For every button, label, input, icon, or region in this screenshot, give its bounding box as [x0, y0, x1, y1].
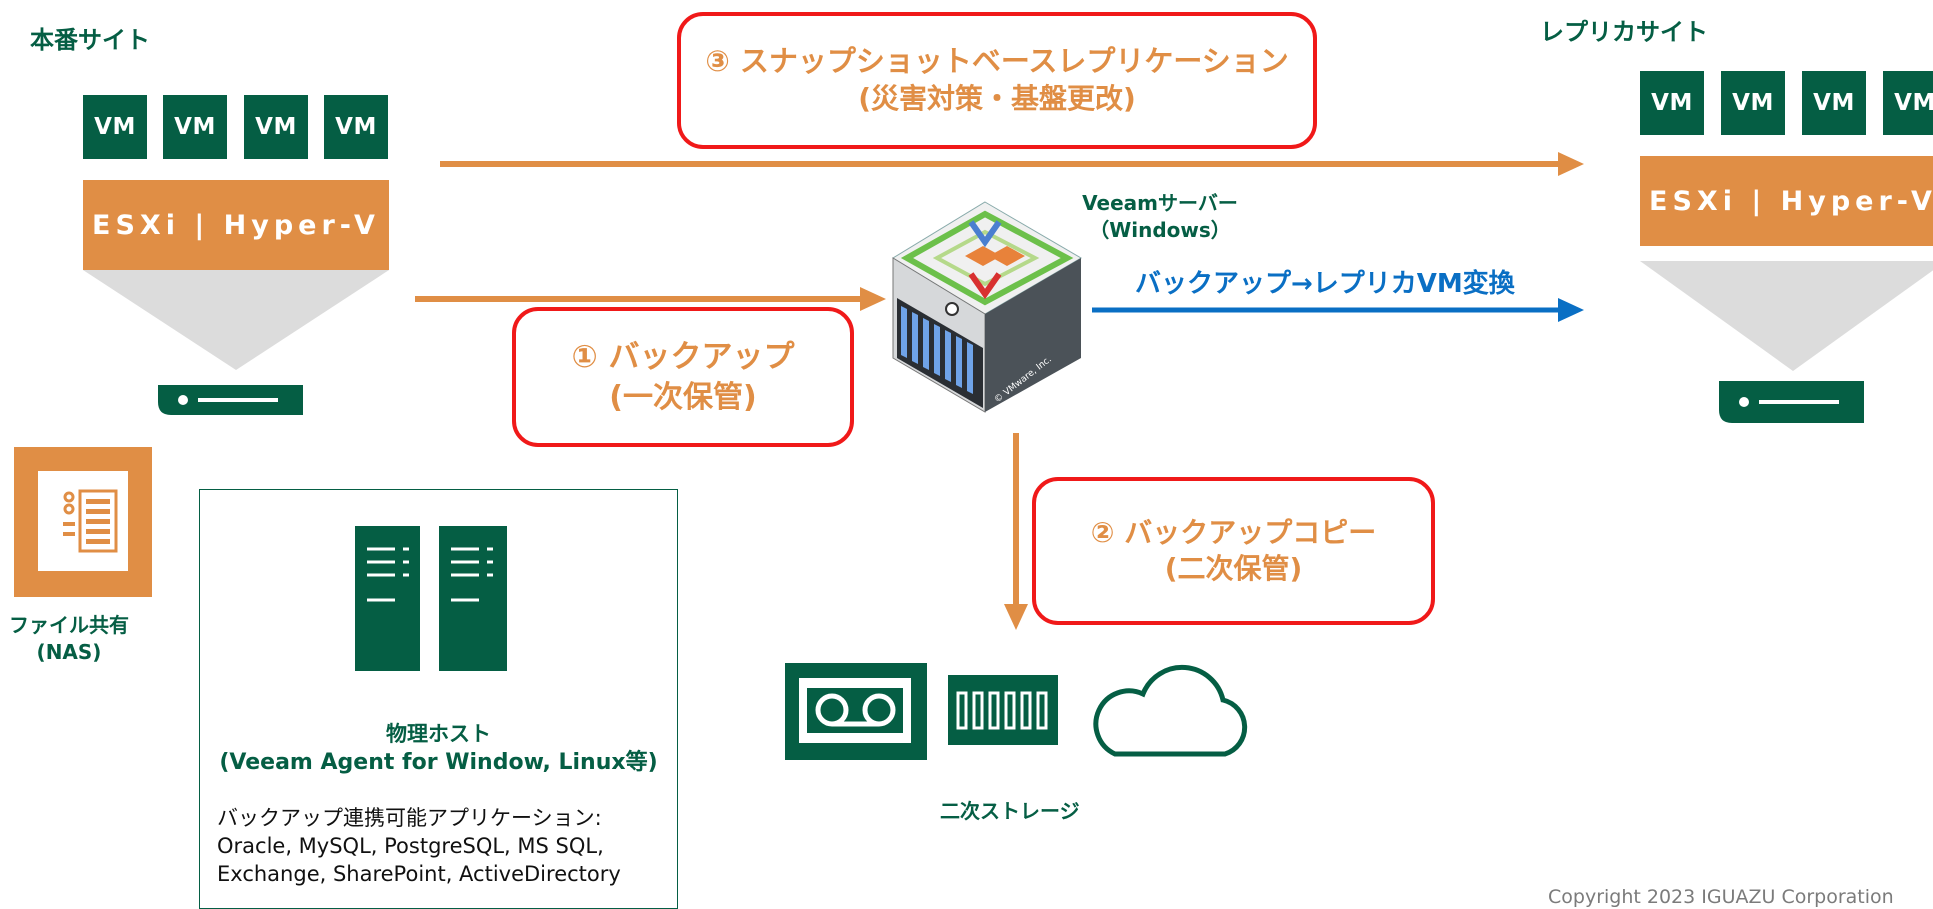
snapshot-replication-line2: (災害対策・基盤更改) [858, 82, 1136, 116]
physical-host-apps: バックアップ連携可能アプリケーション: Oracle, MySQL, Postg… [217, 805, 621, 889]
replica-vm-4: VM [1883, 71, 1933, 135]
snapshot-replication-line1: ③ スナップショットベースレプリケーション [705, 44, 1289, 79]
veeam-server-line1: Veeamサーバー [1082, 191, 1238, 215]
snapshot-replication-callout: ③ スナップショットベースレプリケーション (災害対策・基盤更改) [677, 12, 1317, 149]
production-hypervisor: ESXi | Hyper-V [83, 180, 389, 270]
replica-conversion-arrow [1092, 298, 1584, 322]
replica-vm-1: VM [1640, 71, 1704, 135]
backup-copy-callout: ② バックアップコピー (二次保管) [1032, 477, 1435, 625]
replica-storage-funnel [1640, 261, 1933, 423]
nas-label: ファイル共有 (NAS) [0, 612, 138, 666]
backup-copy-arrow [1004, 433, 1028, 630]
cloud-icon [1093, 664, 1248, 757]
replica-hypervisor: ESXi | Hyper-V [1640, 156, 1933, 246]
snapshot-replication-arrow [440, 152, 1584, 176]
server-rack-icon [355, 526, 507, 671]
nas-box [14, 447, 152, 597]
backup-callout: ① バックアップ (一次保管) [512, 307, 854, 447]
apps-line1: バックアップ連携可能アプリケーション: [217, 806, 602, 830]
backup-arrow [415, 287, 886, 311]
disk-array-icon [948, 675, 1058, 745]
physical-host-title: 物理ホスト (Veeam Agent for Window, Linux等) [199, 720, 678, 778]
physical-host-title-line1: 物理ホスト [386, 722, 491, 746]
nas-icon [38, 471, 128, 571]
secondary-storage-icons [785, 663, 1248, 760]
replica-site-label: レプリカサイト [1540, 18, 1708, 46]
production-vm-2: VM [163, 95, 227, 159]
physical-host-title-line2: (Veeam Agent for Window, Linux等) [219, 750, 658, 776]
veeam-server-line2: （Windows） [1089, 218, 1231, 242]
backup-copy-line1: ② バックアップコピー [1090, 515, 1377, 549]
replica-vm-2: VM [1721, 71, 1785, 135]
backup-line1: ① バックアップ [571, 339, 795, 376]
copyright: Copyright 2023 IGUAZU Corporation [1548, 886, 1894, 908]
apps-line3: Exchange, SharePoint, ActiveDirectory [217, 861, 621, 886]
server-appliance-icon: © VMware, Inc. [892, 201, 1082, 413]
production-storage-funnel [83, 270, 389, 415]
production-vm-1: VM [83, 95, 147, 159]
production-site-label: 本番サイト [30, 26, 150, 54]
tape-icon [785, 663, 927, 760]
apps-line2: Oracle, MySQL, PostgreSQL, MS SQL, [217, 833, 604, 858]
replica-vm-3: VM [1802, 71, 1866, 135]
production-vm-3: VM [244, 95, 308, 159]
nas-label-line2: (NAS) [36, 640, 102, 664]
production-vm-4: VM [324, 95, 388, 159]
secondary-storage-label: 二次ストレージ [940, 799, 1080, 823]
veeam-server-label: Veeamサーバー （Windows） [1060, 190, 1260, 244]
backup-line2: (一次保管) [609, 379, 757, 415]
nas-label-line1: ファイル共有 [9, 613, 129, 637]
backup-copy-line2: (二次保管) [1164, 552, 1303, 585]
replica-conversion-label: バックアップ→レプリカVM変換 [1135, 269, 1515, 299]
